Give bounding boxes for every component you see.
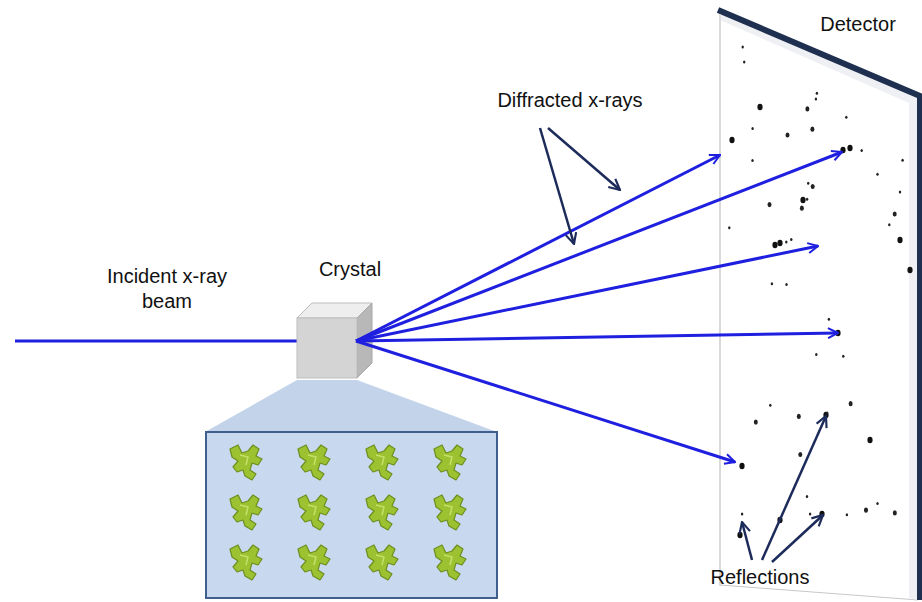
reflection-spot bbox=[811, 184, 815, 189]
reflection-spot bbox=[806, 495, 808, 498]
molecule bbox=[434, 445, 466, 480]
molecule bbox=[366, 495, 398, 530]
reflection-spot bbox=[876, 502, 878, 505]
reflection-spot bbox=[864, 508, 868, 513]
reflection-spot bbox=[888, 223, 890, 226]
reflection-spot bbox=[899, 191, 901, 194]
reflection-spot bbox=[800, 206, 804, 211]
reflection-spot bbox=[757, 104, 762, 110]
reflection-spot bbox=[743, 61, 745, 64]
reflection-spot bbox=[809, 513, 811, 516]
molecule bbox=[230, 495, 262, 530]
molecule bbox=[230, 445, 262, 480]
reflection-spot bbox=[768, 202, 772, 207]
reflection-spot bbox=[728, 226, 730, 229]
reflection-spot bbox=[901, 159, 903, 162]
reflection-spot bbox=[828, 318, 830, 321]
reflection-spot bbox=[741, 513, 743, 516]
reflection-spot bbox=[805, 106, 809, 111]
molecule bbox=[230, 545, 262, 580]
reflection-spot bbox=[807, 182, 809, 185]
beam-label: Incident x-ray beam bbox=[82, 264, 252, 314]
reflection-spot bbox=[797, 414, 801, 419]
reflection-spot bbox=[861, 149, 863, 152]
reflection-spot bbox=[815, 98, 817, 101]
detector-label: Detector bbox=[798, 12, 918, 37]
rays-label: Diffracted x-rays bbox=[470, 88, 670, 113]
reflection-spot bbox=[771, 282, 773, 285]
reflection-spot bbox=[897, 237, 902, 243]
reflection-spot bbox=[729, 137, 734, 143]
reflection-spot bbox=[786, 132, 790, 137]
reflection-spot bbox=[907, 267, 912, 273]
reflection-spot bbox=[846, 513, 848, 516]
reflection-spot bbox=[826, 411, 828, 414]
molecule bbox=[298, 545, 330, 580]
reflection-spot bbox=[751, 159, 753, 162]
reflection-spot bbox=[790, 238, 792, 241]
reflection-spot bbox=[876, 173, 878, 176]
crystal-label: Crystal bbox=[290, 257, 410, 282]
reflection-spot bbox=[815, 353, 817, 356]
reflection-spot bbox=[751, 127, 753, 130]
reflection-spot bbox=[769, 404, 771, 407]
reflection-spot bbox=[777, 240, 782, 246]
reflection-spot bbox=[845, 116, 847, 119]
molecule bbox=[366, 445, 398, 480]
reflection-spot bbox=[737, 532, 742, 538]
reflection-spot bbox=[798, 452, 802, 457]
reflection-spot bbox=[739, 463, 744, 469]
reflection-spot bbox=[785, 240, 787, 243]
reflection-spot bbox=[772, 242, 777, 248]
reflection-spot bbox=[867, 437, 872, 443]
molecule bbox=[298, 495, 330, 530]
reflection-spot bbox=[800, 197, 805, 203]
reflection-spot bbox=[893, 211, 897, 216]
reflection-spot bbox=[806, 198, 808, 201]
molecule bbox=[366, 545, 398, 580]
reflection-spot bbox=[849, 401, 853, 406]
molecule bbox=[298, 445, 330, 480]
reflection-spot bbox=[847, 145, 852, 151]
reflection-spot bbox=[754, 420, 758, 425]
reflection-spot bbox=[893, 510, 897, 515]
reflections-label: Reflections bbox=[675, 565, 845, 590]
reflection-spot bbox=[785, 283, 787, 286]
molecule bbox=[434, 495, 466, 530]
reflection-spot bbox=[742, 46, 744, 49]
molecule bbox=[434, 545, 466, 580]
reflection-spot bbox=[810, 127, 814, 132]
reflection-spot bbox=[816, 92, 818, 95]
reflection-spot bbox=[842, 355, 844, 358]
